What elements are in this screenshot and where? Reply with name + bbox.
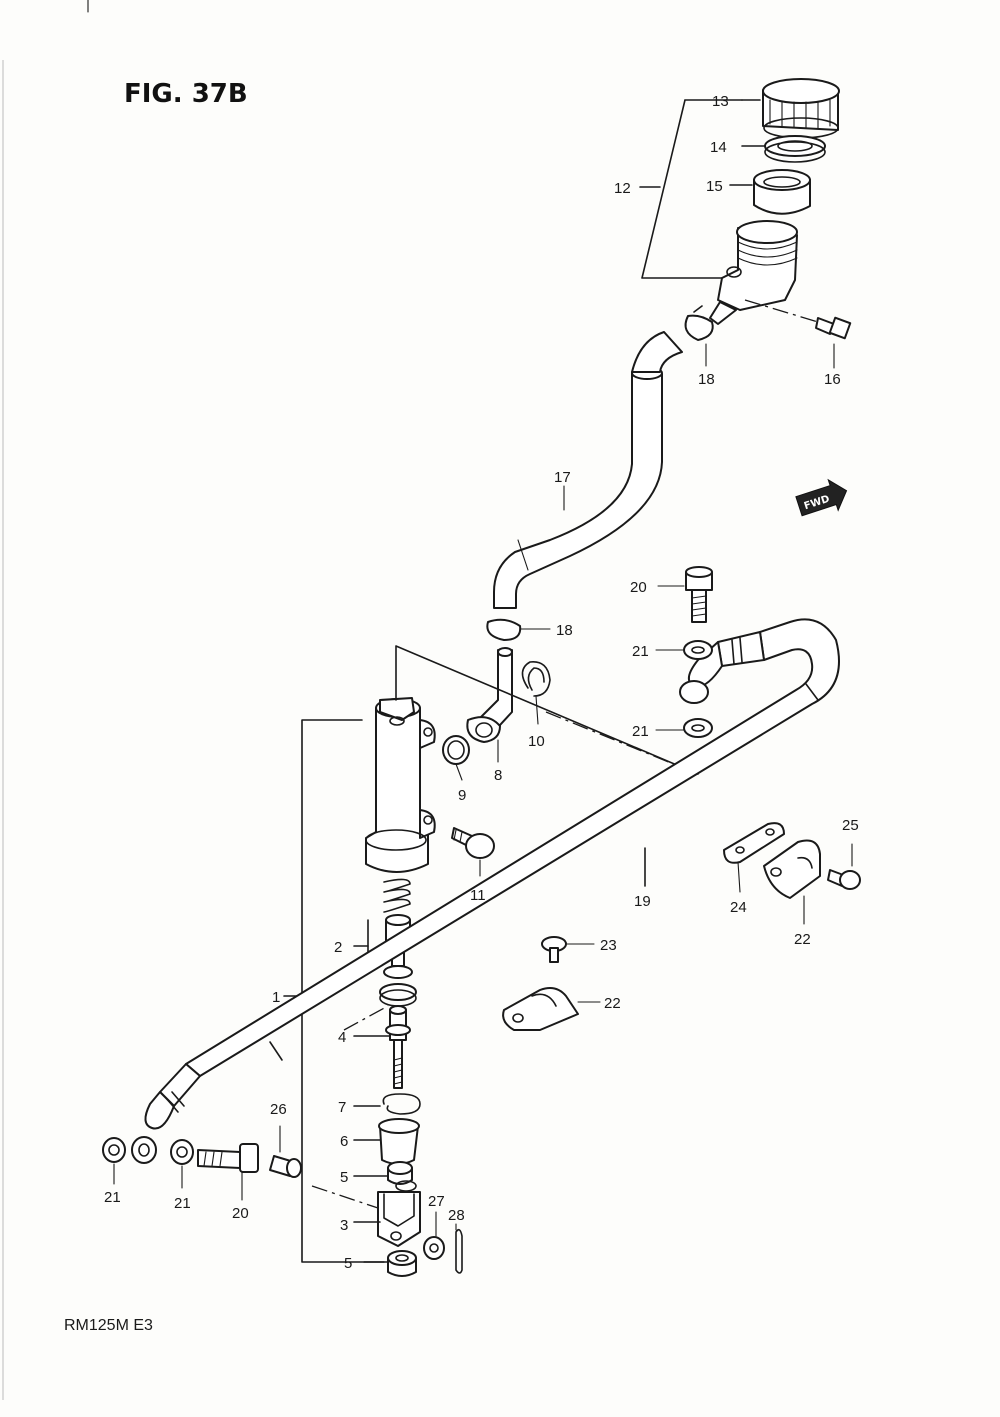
washer-21-d: [170, 1139, 194, 1165]
label-part-25: 25: [842, 817, 859, 834]
label-part-11: 11: [470, 887, 486, 904]
bolt-16: [744, 299, 852, 340]
label-part-12: 12: [614, 180, 631, 197]
label-part-22-left: 22: [604, 995, 621, 1012]
brake-hose-19: [131, 618, 840, 1164]
plate-24: [723, 822, 785, 864]
hose-path-dash: [343, 1005, 389, 1031]
reservoir-body: [709, 220, 798, 325]
circlip-10: [521, 661, 551, 697]
label-part-10: 10: [528, 733, 545, 750]
spring: [383, 878, 411, 913]
label-part-24: 24: [730, 899, 747, 916]
clamp-18-lower: [486, 618, 522, 641]
label-part-20-lower: 20: [232, 1205, 249, 1222]
label-part-14: 14: [710, 139, 727, 156]
label-part-13: 13: [712, 93, 729, 110]
bracket-12: [641, 99, 743, 279]
label-part-28: 28: [448, 1207, 465, 1224]
label-part-21-a: 21: [632, 643, 649, 660]
forward-direction-badge: FWD: [795, 478, 848, 517]
bracket-hose-joint: [395, 645, 699, 775]
label-part-26: 26: [270, 1101, 287, 1118]
label-part-5-upper: 5: [340, 1169, 348, 1186]
hose-guide-22-right: [763, 839, 821, 899]
push-rod-4: [385, 1005, 411, 1089]
label-part-7: 7: [338, 1099, 346, 1116]
nut-5-lower: [387, 1250, 417, 1277]
reservoir-cap-13: [762, 78, 840, 139]
master-cylinder-body: [365, 697, 436, 873]
label-part-8: 8: [494, 767, 502, 784]
hose-joint-8: [466, 647, 513, 743]
label-part-27: 27: [428, 1193, 445, 1210]
leader-lines: [113, 343, 853, 1237]
cotter-pin-28: [455, 1228, 463, 1274]
bracket-1: [301, 719, 385, 1263]
label-part-19: 19: [634, 893, 651, 910]
circlip-7: [382, 1093, 421, 1115]
label-part-23: 23: [600, 937, 617, 954]
label-part-18-upper: 18: [698, 371, 715, 388]
nut-5-upper: [387, 1161, 413, 1185]
washer-21-a: [683, 640, 713, 660]
diaphragm-15: [753, 169, 811, 215]
label-part-16: 16: [824, 371, 841, 388]
hose-guide-22-left: [502, 987, 579, 1031]
union-bolt-20-lower: [197, 1143, 259, 1173]
clevis-3: [377, 1180, 421, 1247]
washer-21-b: [683, 718, 713, 738]
label-part-21-d: 21: [174, 1195, 191, 1212]
screw-11: [451, 827, 495, 859]
label-part-9: 9: [458, 787, 466, 804]
label-part-20-upper: 20: [630, 579, 647, 596]
label-part-15: 15: [706, 178, 723, 195]
label-part-1: 1: [272, 989, 280, 1006]
label-part-3: 3: [340, 1217, 348, 1234]
part-labels: 1 2 3 4 5 5 6 7 8 9 10 11 12 13 14 15 16…: [104, 93, 859, 1272]
piston-cup: [379, 983, 417, 1007]
label-part-21-b: 21: [632, 723, 649, 740]
reservoir-hose-17: [493, 331, 683, 609]
label-part-21-c: 21: [104, 1189, 121, 1206]
union-bolt-20-upper: [685, 566, 713, 623]
pin-26: [269, 1155, 302, 1178]
figure-title: FIG. 37B: [124, 79, 248, 109]
screw-25: [827, 869, 861, 890]
boot-6: [378, 1118, 420, 1165]
reservoir-plate-14: [764, 135, 826, 163]
label-part-4: 4: [338, 1029, 346, 1046]
washer-21-c: [102, 1137, 126, 1163]
washer-27: [423, 1236, 445, 1260]
label-part-18-lower: 18: [556, 622, 573, 639]
label-part-6: 6: [340, 1133, 348, 1150]
label-part-2: 2: [334, 939, 342, 956]
label-part-17: 17: [554, 469, 571, 486]
label-part-5-lower: 5: [344, 1255, 352, 1272]
label-part-22-right: 22: [794, 931, 811, 948]
screw-23: [541, 936, 567, 963]
model-code: RM125M E3: [64, 1317, 153, 1334]
clamp-18-upper: [684, 305, 714, 341]
o-ring-9: [442, 735, 470, 765]
